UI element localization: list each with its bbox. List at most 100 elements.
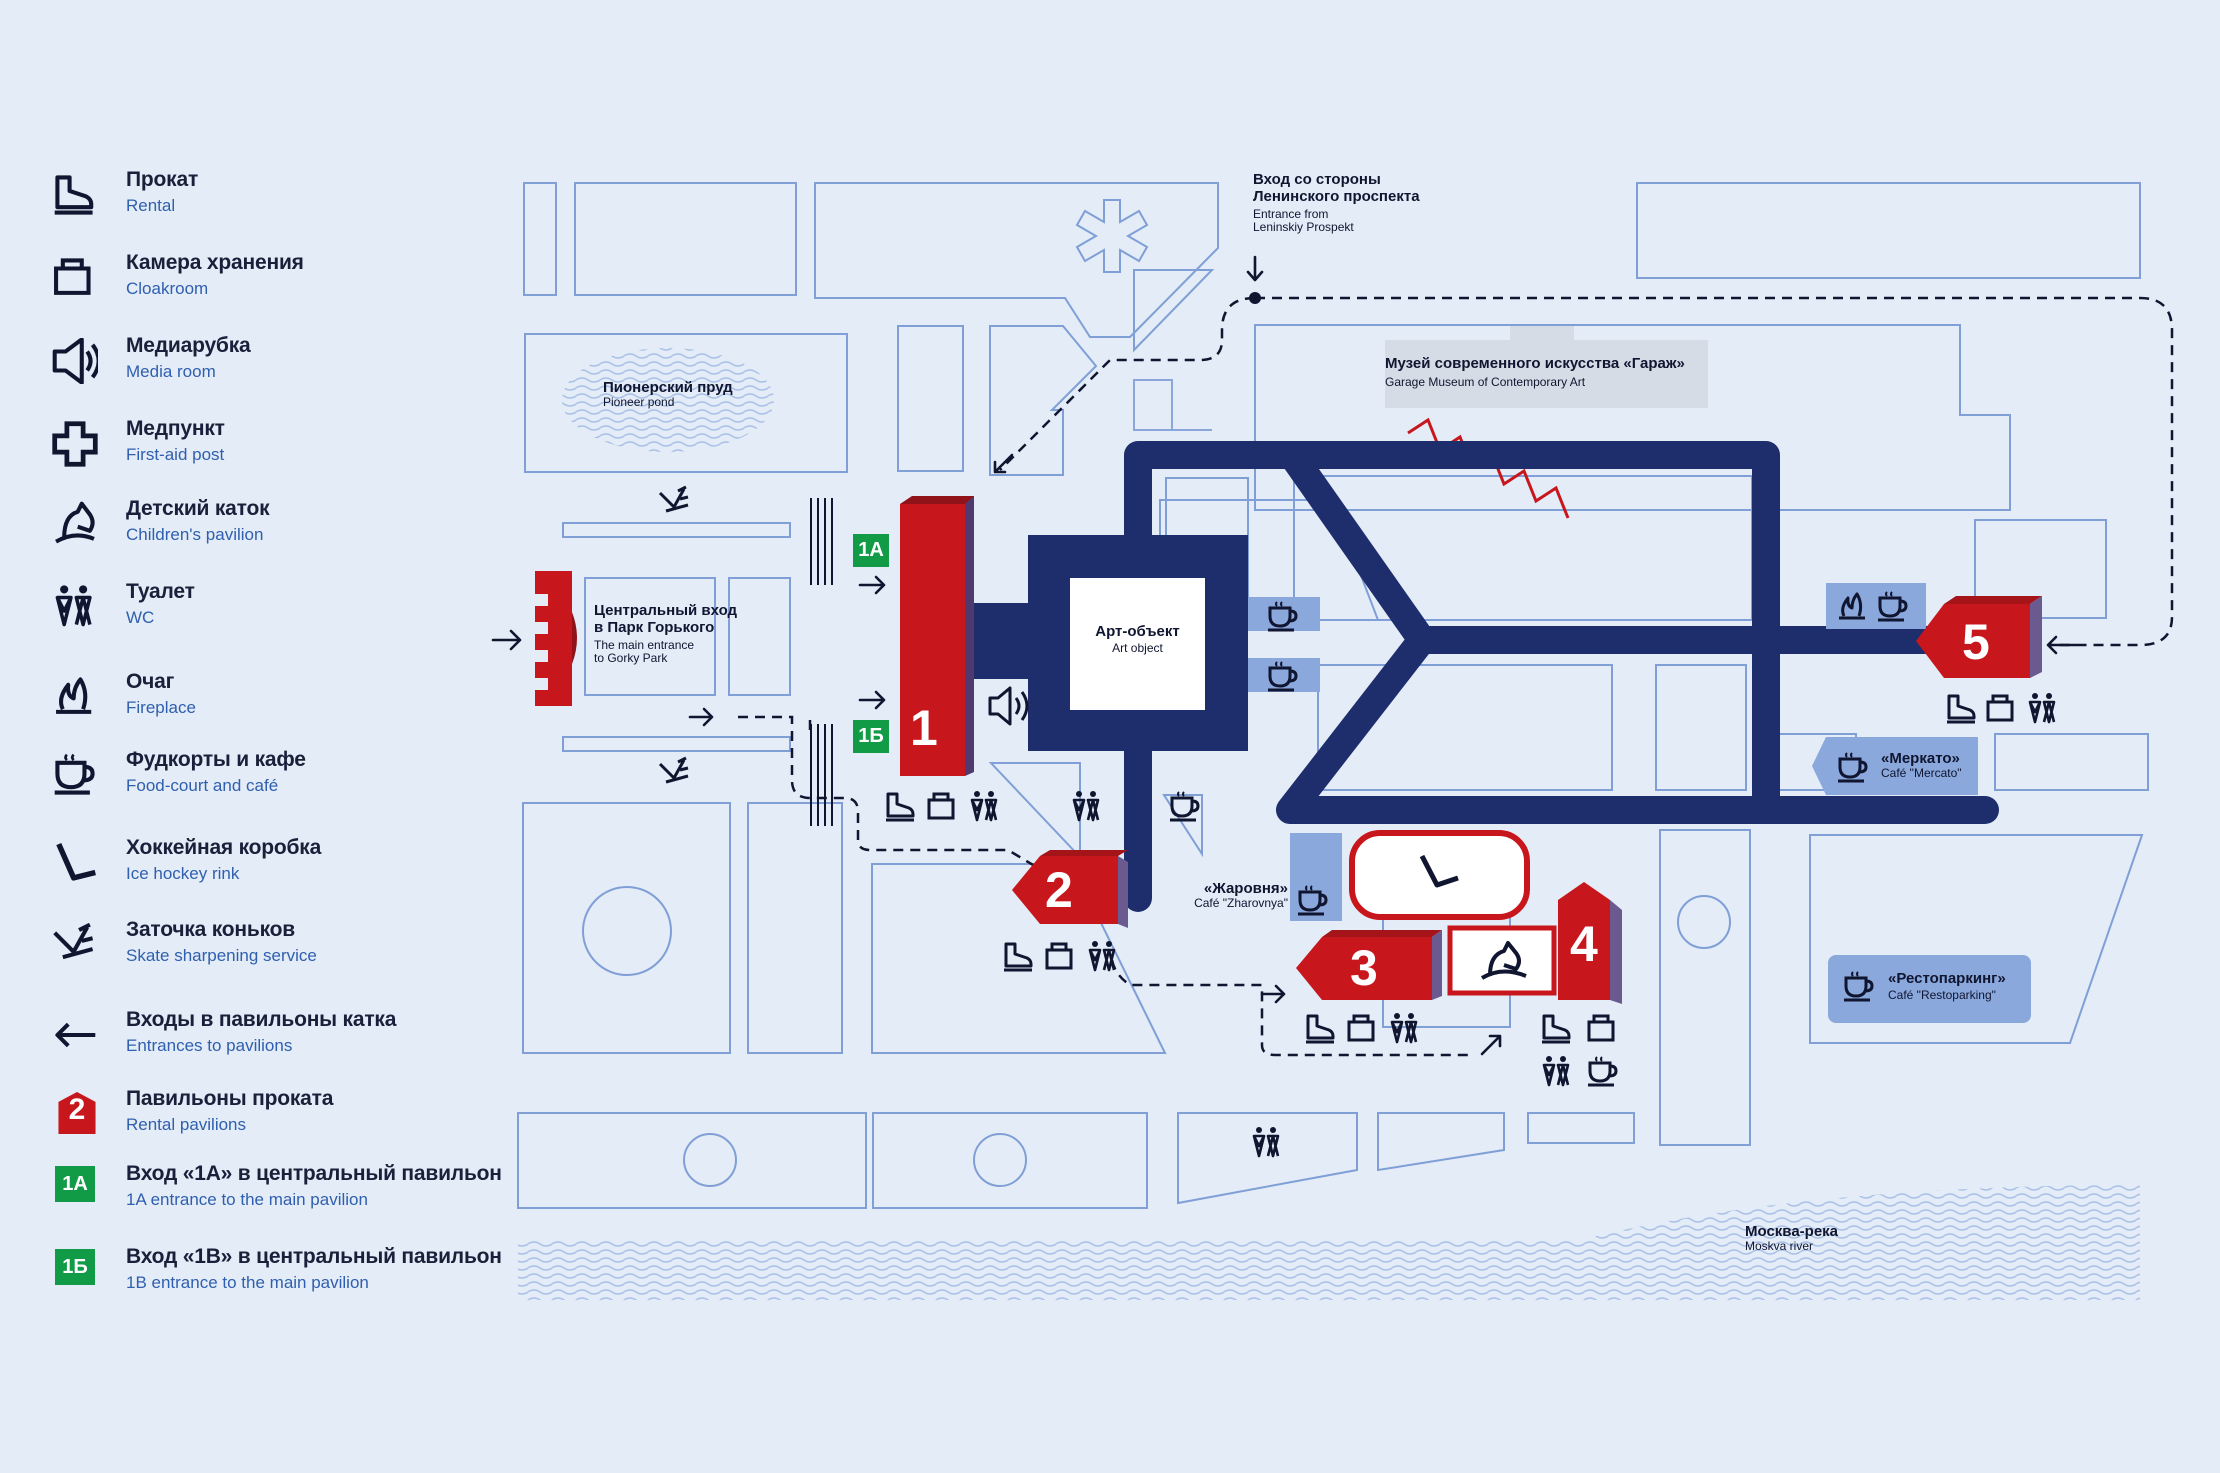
childrens-rink xyxy=(1447,925,1557,996)
entrance-1a-badge-icon: 1А xyxy=(55,1166,95,1202)
legend-label-ru: Камера хранения xyxy=(126,251,304,274)
legend-label-en: Food-court and café xyxy=(126,776,279,795)
cloakroom-icon xyxy=(52,255,98,301)
legend-label-ru: Медиарубка xyxy=(126,334,251,357)
pioneer-pond xyxy=(562,348,774,452)
legend-label-ru: Медпункт xyxy=(126,417,225,440)
pavilion-4[interactable] xyxy=(1558,882,1622,1004)
pavilion-3-number[interactable]: 3 xyxy=(1350,940,1378,996)
hockey-stick-icon xyxy=(56,842,96,881)
legend-label-ru: Прокат xyxy=(126,168,199,191)
main-entrance-gate[interactable] xyxy=(535,571,577,706)
legend-label-ru: Очаг xyxy=(126,670,175,693)
first-aid-marker xyxy=(1075,199,1149,273)
legend-label-en: 1A entrance to the main pavilion xyxy=(126,1190,368,1209)
main-entrance-en1: The main entrance xyxy=(594,637,695,652)
art-object-en: Art object xyxy=(1112,641,1163,656)
mercato-ru: «Меркато» xyxy=(1881,750,1960,767)
speaker-icon xyxy=(988,686,1029,726)
entrance-railings xyxy=(810,498,833,826)
pavilion-3[interactable] xyxy=(1296,930,1442,1000)
city-blocks xyxy=(517,182,2149,1209)
mercato-en: Café "Mercato" xyxy=(1881,766,1962,781)
legend-label-ru: Входы в павильоны катка xyxy=(126,1008,397,1031)
pavilion-badge-icon xyxy=(58,1092,96,1134)
entrance-1b-badge[interactable]: 1Б xyxy=(853,720,889,753)
garage-museum-en: Garage Museum of Contemporary Art xyxy=(1385,375,1586,390)
garage-museum-ru: Музей современного искусства «Гараж» xyxy=(1385,355,1685,372)
skate-rental-icon xyxy=(52,172,98,218)
legend-label-ru: Вход «1В» в центральный павильон xyxy=(126,1245,502,1268)
zharovnya-ru: «Жаровня» xyxy=(1203,880,1288,897)
restoparking-ru: «Рестопаркинг» xyxy=(1888,970,2006,987)
art-object-label: Арт-объект Art object xyxy=(1070,623,1205,656)
leninsky-en1: Entrance from xyxy=(1253,206,1329,221)
legend-label-ru: Фудкорты и кафе xyxy=(126,748,306,771)
leninsky-ru1: Вход со стороны xyxy=(1253,171,1381,188)
pioneer-pond-en: Pioneer pond xyxy=(603,395,675,410)
pioneer-pond-label: Пионерский пруд Pioneer pond xyxy=(603,379,733,410)
rocking-horse-icon xyxy=(55,501,95,544)
zharovnya-label: «Жаровня» Café "Zharovnya" xyxy=(1183,880,1288,911)
legend-label-ru: Детский каток xyxy=(126,497,270,520)
pavilion-4-number[interactable]: 4 xyxy=(1570,916,1598,972)
moskva-river-ru: Москва-река xyxy=(1745,1223,1839,1240)
legend-label-en: WC xyxy=(126,608,155,627)
moskva-river-en: Moskva river xyxy=(1745,1239,1814,1254)
pavilion-badge-number: 2 xyxy=(68,1093,86,1126)
fireplace-cafe-box xyxy=(1826,583,1926,629)
hockey-rink xyxy=(1349,830,1530,920)
mercato-label: «Меркато» Café "Mercato" xyxy=(1881,750,1962,781)
main-entrance-en2: to Gorky Park xyxy=(594,651,668,666)
legend-label-en: 1B entrance to the main pavilion xyxy=(126,1273,369,1292)
rocking-horse-icon xyxy=(1480,941,1527,980)
skate-sharpening-icon xyxy=(52,922,98,968)
entrance-arrows xyxy=(491,255,2078,1056)
legend-label-en: First-aid post xyxy=(126,445,225,464)
leninsky-ru2: Ленинского проспекта xyxy=(1253,188,1420,206)
coffee-cup-icon xyxy=(52,752,98,798)
main-entrance-ru2: в Парк Горького xyxy=(594,619,715,637)
main-entrance-ru1: Центральный вход xyxy=(594,602,738,619)
moskva-river xyxy=(518,1185,2140,1300)
legend-label-en: Skate sharpening service xyxy=(126,946,317,965)
pavilion-2[interactable] xyxy=(1012,850,1128,928)
legend-label-ru: Павильоны проката xyxy=(126,1087,334,1110)
garage-museum-label: Музей современного искусства «Гараж» Gar… xyxy=(1385,355,1685,390)
legend-label-ru: Заточка коньков xyxy=(126,918,295,941)
zharovnya-box xyxy=(1290,833,1342,921)
pavilion-2-number[interactable]: 2 xyxy=(1045,862,1073,918)
restoparking-label: «Рестопаркинг» Café "Restoparking" xyxy=(1888,970,2006,1003)
garage-museum-building xyxy=(1385,340,1708,408)
pavilion-1[interactable] xyxy=(900,496,974,776)
zharovnya-en: Café "Zharovnya" xyxy=(1194,896,1288,911)
speaker-icon xyxy=(52,338,98,384)
pavilion-5-number[interactable]: 5 xyxy=(1962,614,1990,670)
pioneer-pond-ru: Пионерский пруд xyxy=(603,379,733,396)
restoparking-en: Café "Restoparking" xyxy=(1888,988,1996,1003)
moskva-river-label: Москва-река Moskva river xyxy=(1745,1223,1838,1254)
legend-label-ru: Хоккейная коробка xyxy=(126,836,322,859)
hockey-stick-icon xyxy=(1419,854,1459,888)
legend-label-en: Rental pavilions xyxy=(126,1115,247,1134)
fireplace-icon xyxy=(52,674,98,720)
legend-label-en: Ice hockey rink xyxy=(126,864,240,883)
pavilion-1-number[interactable]: 1 xyxy=(910,700,938,756)
legend-label-en: Children's pavilion xyxy=(126,525,264,544)
art-object-ru: Арт-объект xyxy=(1095,623,1180,640)
entrance-1a-badge[interactable]: 1А xyxy=(853,534,889,567)
legend-label-en: Cloakroom xyxy=(126,279,209,298)
legend-label-en: Fireplace xyxy=(126,698,196,717)
entrance-1b-badge-icon: 1Б xyxy=(55,1249,95,1285)
leninsky-en2: Leninskiy Prospekt xyxy=(1253,220,1354,235)
leninsky-entrance-label: Вход со стороны Ленинского проспекта Ent… xyxy=(1253,171,1420,235)
arrow-left-icon xyxy=(55,1022,96,1048)
main-entrance-label: Центральный вход в Парк Горького The mai… xyxy=(594,602,737,666)
legend-label-en: Media room xyxy=(126,362,216,381)
art-object-box xyxy=(1070,578,1205,710)
legend-label-en: Rental xyxy=(126,196,176,215)
pavilion-5[interactable] xyxy=(1916,596,2042,678)
legend-label-ru: Вход «1А» в центральный павильон xyxy=(126,1162,502,1185)
